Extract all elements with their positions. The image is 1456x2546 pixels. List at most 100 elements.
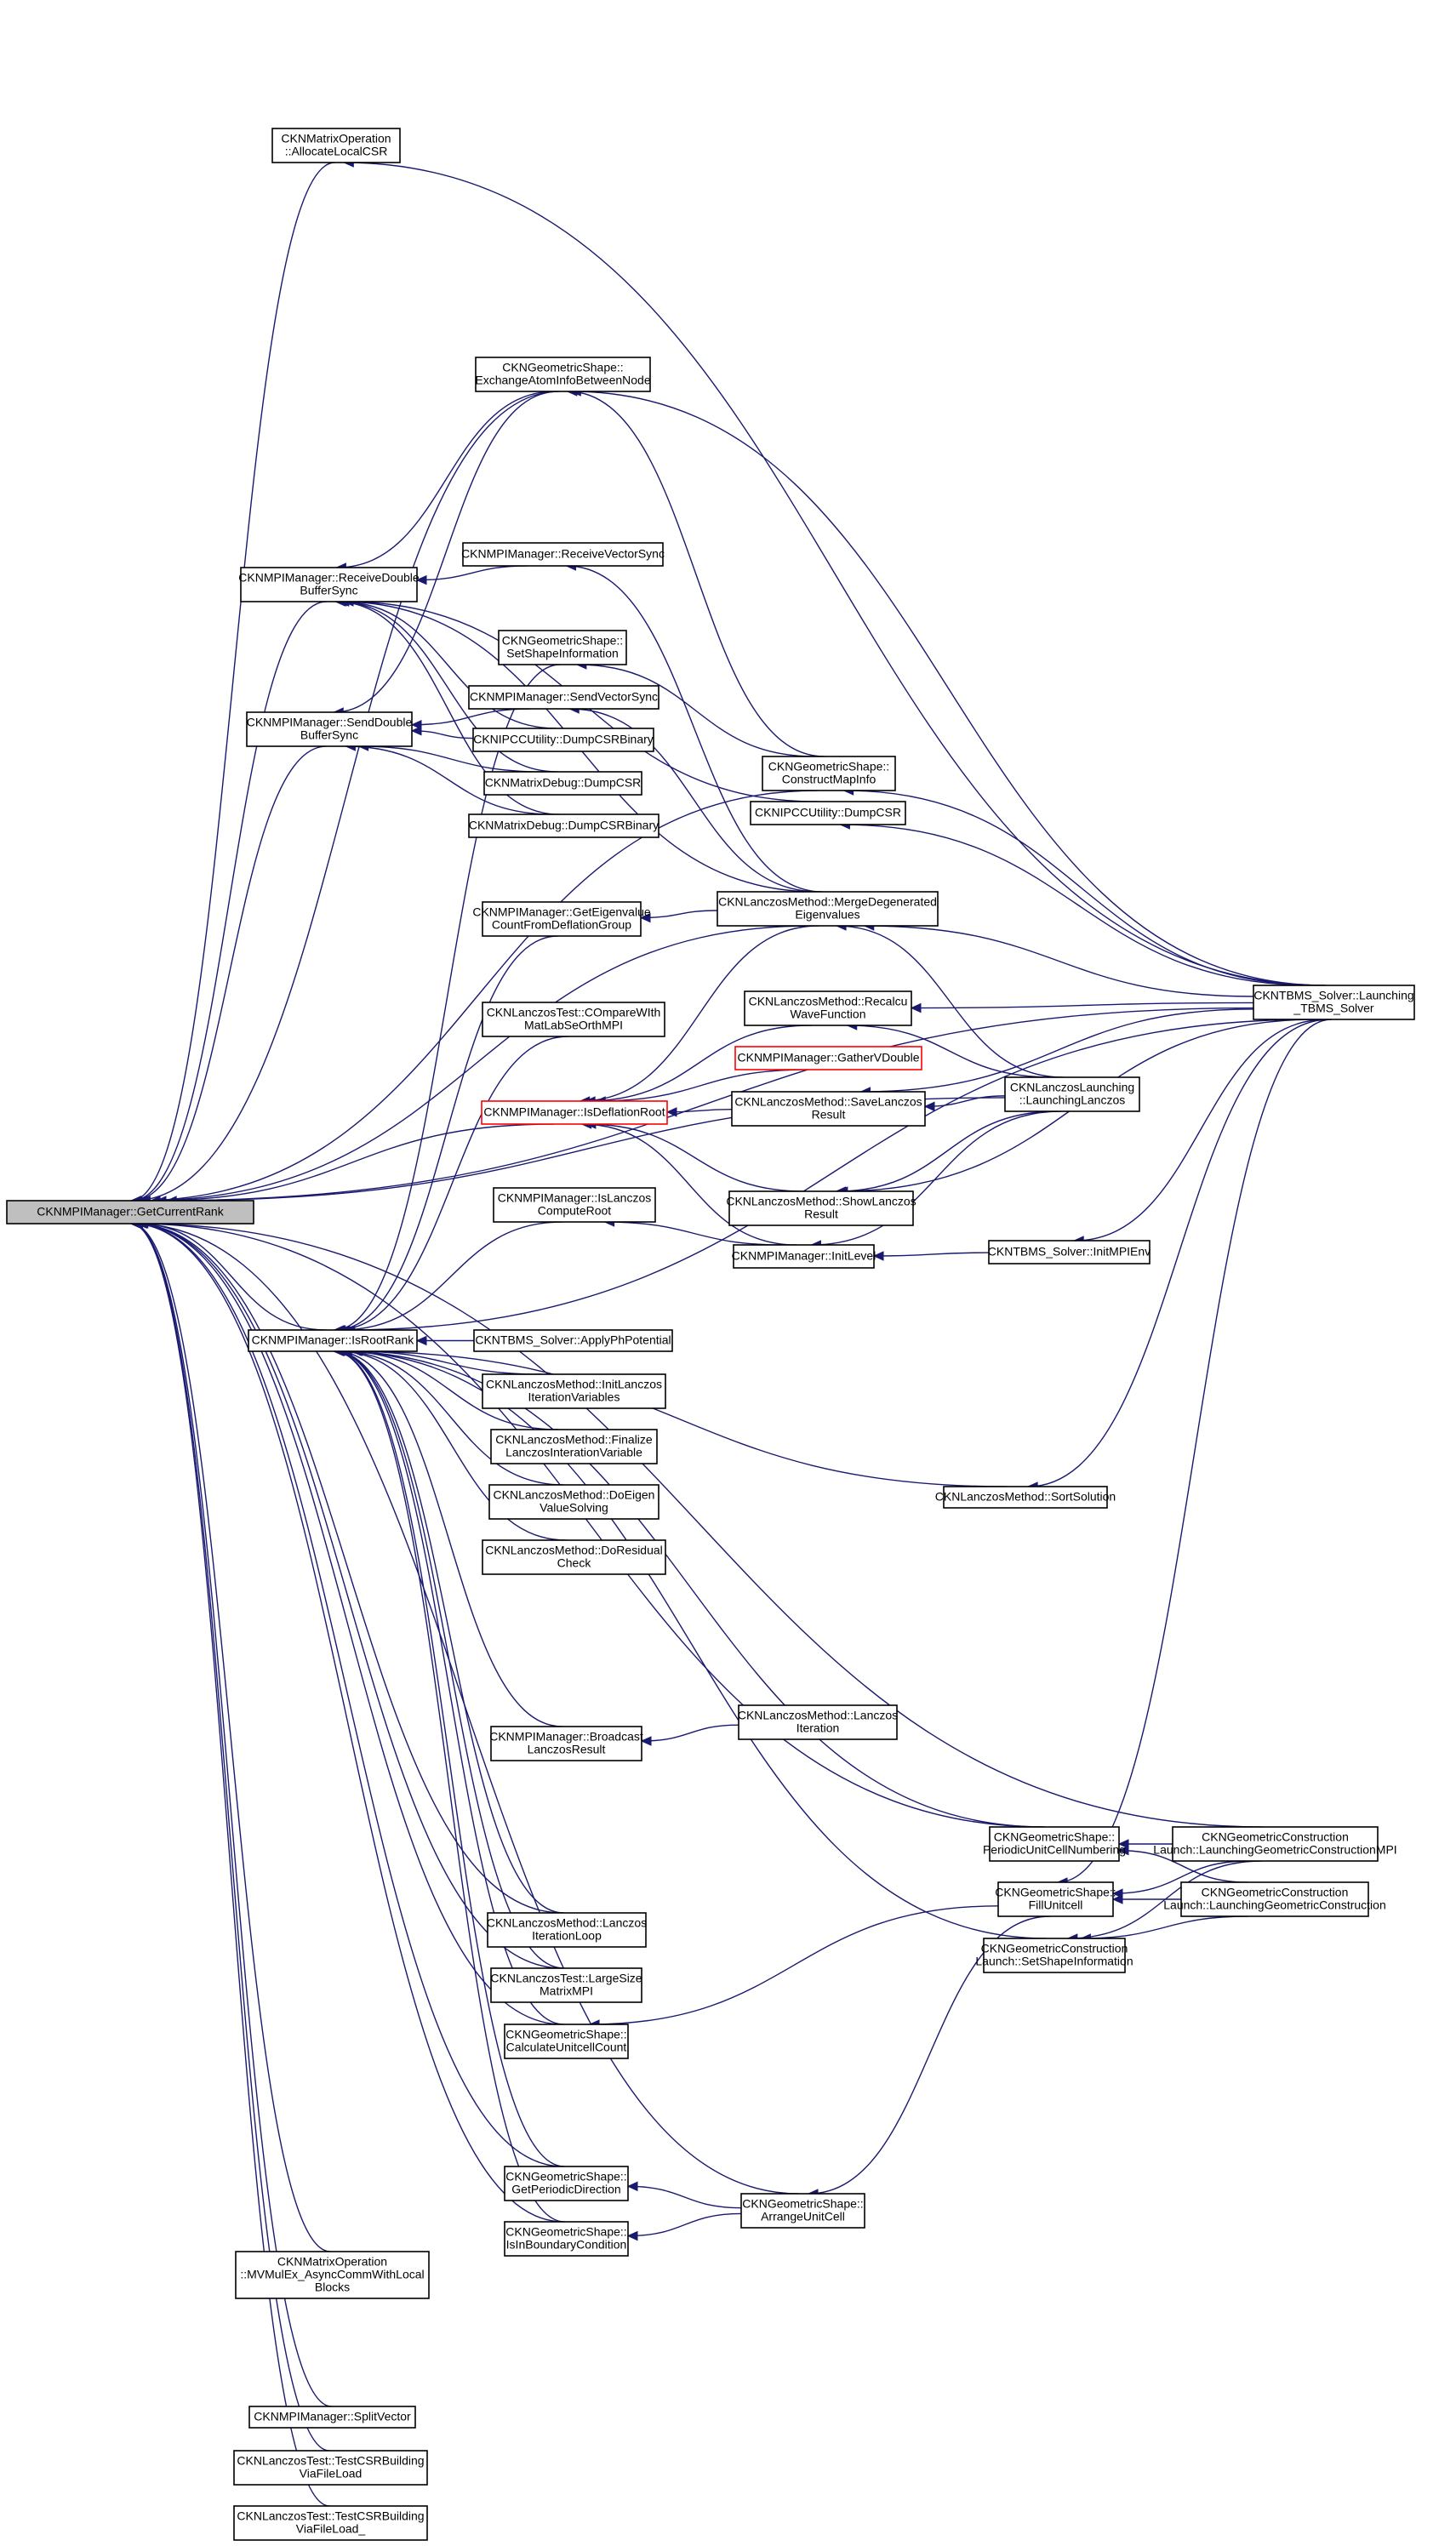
node-label: CKNIPCCUtility::DumpCSRBinary <box>473 733 654 746</box>
node-box <box>271 128 401 163</box>
node-label: ArrangeUnitCell <box>761 2210 845 2223</box>
graph-node-construct-map-info[interactable]: CKNGeometricShape::ConstructMapInfo <box>762 756 896 791</box>
node-label: CKNGeometricShape:: <box>995 1886 1116 1899</box>
node-label: CKNLanczosMethod::Lanczos <box>738 1709 898 1722</box>
node-box <box>246 711 413 747</box>
graph-node-split-vector[interactable]: CKNMPIManager::SplitVector <box>248 2406 416 2429</box>
call-edge <box>604 1221 784 1246</box>
call-edge <box>864 925 1254 997</box>
node-label: CKNLanczosTest::TestCSRBuilding <box>237 2454 424 2468</box>
call-edge <box>339 1350 1045 1828</box>
node-box <box>487 1912 647 1948</box>
arrowhead-icon <box>872 1251 884 1261</box>
call-edge <box>843 790 1319 986</box>
graph-node-mv-mul-ex[interactable]: CKNMatrixOperation::MVMulEx_AsyncCommWit… <box>235 2251 430 2299</box>
graph-node-periodic-unit-cell-numbering[interactable]: CKNGeometricShape::PeriodicUnitCellNumbe… <box>983 1826 1126 1862</box>
call-edge <box>151 1123 554 1202</box>
call-edge <box>335 1036 569 1331</box>
node-label: CKNTBMS_Solver::Launching <box>1253 989 1413 1002</box>
graph-node-is-root-rank[interactable]: CKNMPIManager::IsRootRank <box>248 1329 418 1352</box>
graph-node-ipcc-dump-csrbinary[interactable]: CKNIPCCUtility::DumpCSRBinary <box>472 728 654 752</box>
call-edge <box>581 1123 797 1246</box>
graph-node-launching-lanczos[interactable]: CKNLanczosLaunching::LaunchingLanczos <box>1004 1076 1140 1112</box>
graph-node-gather-vdouble[interactable]: CKNMPIManager::GatherVDouble <box>734 1046 922 1070</box>
node-label: CKNMPIManager::ReceiveVectorSync <box>461 547 665 561</box>
call-edge <box>137 790 819 1202</box>
graph-node-launching-geo-construction[interactable]: CKNGeometricConstructionLaunch::Launchin… <box>1163 1881 1386 1917</box>
call-edge <box>1081 1915 1248 1939</box>
node-label: CKNGeometricShape:: <box>768 760 889 774</box>
call-edge <box>132 1223 563 2167</box>
graph-node-test-csrbuilding-[interactable]: CKNLanczosTest::TestCSRBuildingViaFileLo… <box>233 2505 428 2541</box>
node-label: ComputeRoot <box>538 1204 611 1218</box>
graph-node-test-csrbuilding[interactable]: CKNLanczosTest::TestCSRBuildingViaFileLo… <box>233 2450 428 2486</box>
graph-node-get-periodic-direction[interactable]: CKNGeometricShape::GetPeriodicDirection <box>504 2166 629 2201</box>
node-box <box>468 813 659 838</box>
node-label: Blocks <box>315 2281 350 2294</box>
graph-node-fill-unitcell[interactable]: CKNGeometricShape::FillUnitcell <box>995 1881 1116 1917</box>
arrowhead-icon <box>410 725 422 736</box>
node-box <box>490 1726 642 1761</box>
graph-node-is-deflation-root[interactable]: CKNMPIManager::IsDeflationRoot <box>481 1100 668 1125</box>
graph-node-is-in-boundary-condition[interactable]: CKNGeometricShape::IsInBoundaryCondition <box>504 2221 629 2257</box>
graph-node-init-level[interactable]: CKNMPIManager::InitLevel <box>732 1244 876 1269</box>
node-box <box>482 1539 666 1575</box>
graph-node-set-shape-information-gcl[interactable]: CKNGeometricConstructionLaunch::SetShape… <box>975 1938 1133 1973</box>
call-edge <box>335 601 560 815</box>
node-label: BufferSync <box>300 584 357 597</box>
graph-node-get-eigenvalue-count[interactable]: CKNMPIManager::GetEigenvalueCountFromDef… <box>472 901 651 937</box>
call-edge <box>860 1008 1254 1093</box>
node-label: CKNMPIManager::GatherVDouble <box>738 1051 920 1065</box>
node-label: ::MVMulEx_AsyncCommWithLocal <box>240 2268 424 2281</box>
call-edge <box>334 1350 562 1727</box>
node-box <box>482 901 642 937</box>
graph-node-sort-solution[interactable]: CKNLanczosMethod::SortSolution <box>935 1486 1116 1509</box>
graph-node-calculate-unitcell-count[interactable]: CKNGeometricShape::CalculateUnitcellCoun… <box>504 2024 629 2059</box>
node-label: GetPeriodicDirection <box>511 2183 620 2196</box>
node-box <box>498 630 627 665</box>
graph-node-init-mpienv[interactable]: CKNTBMS_Solver::InitMPIEnv <box>988 1240 1151 1264</box>
graph-node-receive-vector-sync[interactable]: CKNMPIManager::ReceiveVectorSync <box>461 542 665 567</box>
node-label: MatLabSeOrthMPI <box>524 1019 623 1032</box>
graph-node-matrix-debug-dump-csr[interactable]: CKNMatrixDebug::DumpCSR <box>483 771 642 796</box>
node-label: CKNLanczosMethod::Finalize <box>495 1433 653 1447</box>
call-edge <box>156 1007 1254 1202</box>
call-edge <box>590 1905 999 2025</box>
graph-node-root[interactable]: CKNMPIManager::GetCurrentRank <box>6 1200 254 1224</box>
graph-node-exchange-atom-info[interactable]: CKNGeometricShape::ExchangeAtomInfoBetwe… <box>475 357 651 392</box>
node-label: CKNTBMS_Solver::ApplyPhPotential <box>475 1333 671 1347</box>
graph-node-allocate-local-csr[interactable]: CKNMatrixOperation::AllocateLocalCSR <box>271 128 401 163</box>
graph-node-send-vector-sync[interactable]: CKNMPIManager::SendVectorSync <box>468 685 659 710</box>
graph-node-ipcc-dump-csr[interactable]: CKNIPCCUtility::DumpCSR <box>750 801 906 825</box>
node-box <box>483 771 642 796</box>
graph-node-matrix-debug-dump-csrbinary[interactable]: CKNMatrixDebug::DumpCSRBinary <box>468 813 659 838</box>
graph-node-set-shape-information-gs[interactable]: CKNGeometricShape::SetShapeInformation <box>498 630 627 665</box>
graph-node-launching-geo-construction-mpi[interactable]: CKNGeometricConstructionLaunch::Launchin… <box>1153 1826 1397 1862</box>
node-box <box>943 1486 1108 1509</box>
graph-node-init-lanczos-iter-vars[interactable]: CKNLanczosMethod::InitLanczosIterationVa… <box>482 1373 666 1409</box>
graph-node-finalize-lanczos[interactable]: CKNLanczosMethod::FinalizeLanczosInterat… <box>490 1429 658 1464</box>
arrowhead-icon <box>415 574 427 585</box>
node-label: CKNGeometricConstruction <box>981 1942 1128 1955</box>
graph-node-compare-with-mat-lab[interactable]: CKNLanczosTest::COmpareWIthMatLabSeOrthM… <box>482 1002 665 1037</box>
call-edge <box>576 664 815 757</box>
node-box <box>468 685 659 710</box>
arrowhead-icon <box>1117 1845 1129 1856</box>
node-label: CKNMPIManager::GetCurrentRank <box>37 1205 224 1219</box>
graph-node-arrange-unit-cell[interactable]: CKNGeometricShape::ArrangeUnitCell <box>740 2193 865 2229</box>
graph-node-apply-ph-potential[interactable]: CKNTBMS_Solver::ApplyPhPotential <box>473 1329 673 1352</box>
graph-node-merge-degenerated[interactable]: CKNLanczosMethod::MergeDegeneratedEigenv… <box>717 891 939 927</box>
graph-node-launching-tbms[interactable]: CKNTBMS_Solver::Launching_TBMS_Solver <box>1253 985 1415 1020</box>
